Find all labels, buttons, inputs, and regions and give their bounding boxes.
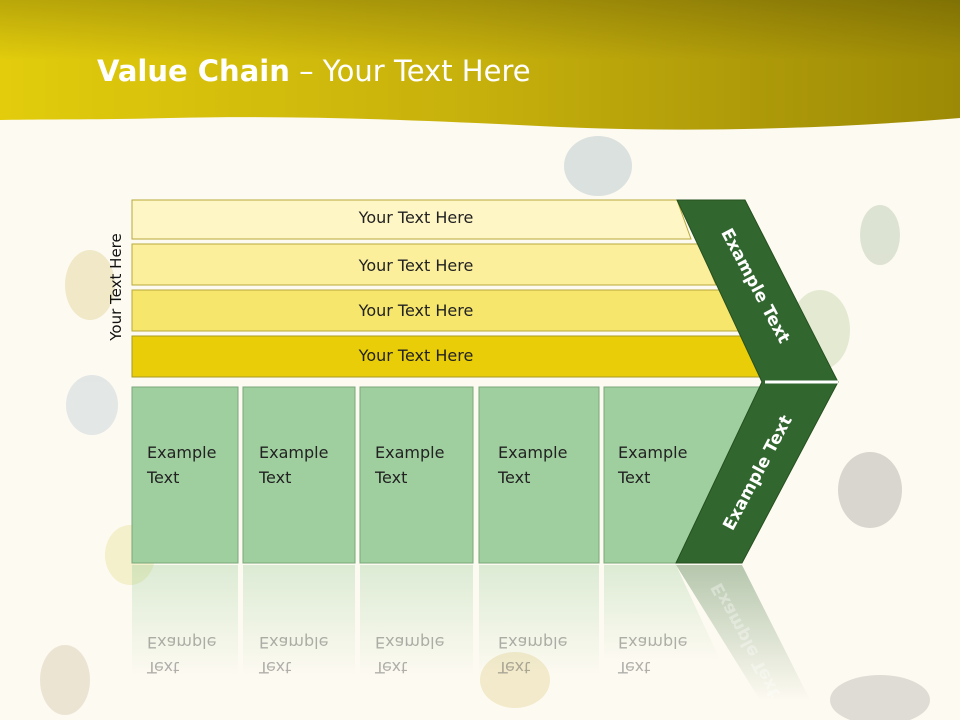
box-4-reflection-line1: Example bbox=[498, 633, 568, 652]
box-2-reflection-line2: Text bbox=[259, 658, 292, 677]
box-4-line1: Example bbox=[498, 443, 568, 462]
box-2-reflection-line1: Example bbox=[259, 633, 329, 652]
reflection bbox=[132, 565, 810, 700]
box-1-line1: Example bbox=[147, 443, 217, 462]
box-2-line1: Example bbox=[259, 443, 329, 462]
box-1-line2: Text bbox=[147, 468, 180, 487]
box-1-label: Example Text bbox=[147, 440, 247, 490]
box-3-reflection-line2: Text bbox=[375, 658, 408, 677]
band-1-label: Your Text Here bbox=[358, 208, 474, 227]
box-4-reflection-line2: Text bbox=[498, 658, 531, 677]
box-1-shape bbox=[131, 386, 239, 564]
box-2-shape bbox=[242, 386, 356, 564]
box-5-reflection: Text Example bbox=[618, 630, 687, 680]
box-4-shape bbox=[478, 386, 600, 564]
box-2-reflection: Text Example bbox=[259, 630, 328, 680]
box-5-reflection-line1: Example bbox=[618, 633, 688, 652]
box-2-label: Example Text bbox=[259, 440, 359, 490]
box-3-line2: Text bbox=[375, 468, 408, 487]
box-5-label: Example Text bbox=[618, 440, 718, 490]
box-3-reflection: Text Example bbox=[375, 630, 444, 680]
box-5-line1: Example bbox=[618, 443, 688, 462]
box-3-line1: Example bbox=[375, 443, 445, 462]
box-5-reflection-line2: Text bbox=[618, 658, 651, 677]
band-2-label: Your Text Here bbox=[358, 256, 474, 275]
box-4-reflection: Text Example bbox=[498, 630, 567, 680]
box-3-shape bbox=[359, 386, 474, 564]
box-4-label: Example Text bbox=[498, 440, 598, 490]
band-2-shape bbox=[131, 243, 717, 286]
band-1-shape bbox=[131, 199, 692, 240]
title-bold: Value Chain bbox=[97, 54, 290, 88]
box-2-line2: Text bbox=[259, 468, 292, 487]
title-rest: – Your Text Here bbox=[289, 54, 531, 88]
box-5-line2: Text bbox=[618, 468, 651, 487]
box-1-reflection-line1: Example bbox=[147, 633, 217, 652]
box-4-line2: Text bbox=[498, 468, 531, 487]
box-1-reflection: Text Example bbox=[147, 630, 216, 680]
band-3-label: Your Text Here bbox=[358, 301, 474, 320]
band-4-label: Your Text Here bbox=[358, 346, 474, 365]
box-3-reflection-line1: Example bbox=[375, 633, 445, 652]
box-1-reflection-line2: Text bbox=[147, 658, 180, 677]
box-3-label: Example Text bbox=[375, 440, 475, 490]
page-title: Value Chain – Your Text Here bbox=[97, 54, 531, 88]
